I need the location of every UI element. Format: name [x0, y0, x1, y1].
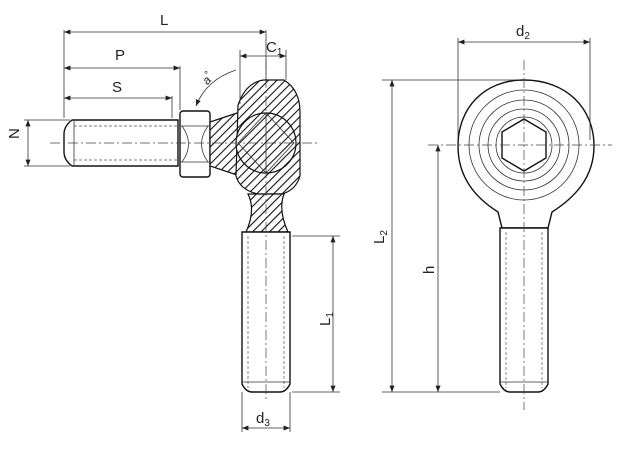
dim-label-N: N: [6, 128, 23, 139]
dim-label-L: L: [160, 12, 168, 29]
dim-label-C1: C1: [266, 39, 283, 58]
dim-label-P: P: [115, 47, 125, 64]
horizontal-stud: [63, 119, 179, 167]
front-view: d2 L2 h: [371, 23, 612, 410]
dim-label-h: h: [421, 266, 438, 274]
dim-label-d3: d3: [256, 410, 270, 429]
hex-nut: [179, 110, 211, 178]
dim-label-angle: a°: [198, 69, 216, 87]
side-view: L P S C1 a° N L1 d3: [6, 12, 340, 432]
front-shank: [499, 227, 549, 393]
dim-label-d2: d2: [516, 23, 530, 42]
dim-label-S: S: [112, 79, 122, 96]
dim-label-L2: L2: [371, 230, 390, 244]
lower-neck: [245, 193, 289, 233]
dim-label-L1: L1: [317, 312, 336, 326]
